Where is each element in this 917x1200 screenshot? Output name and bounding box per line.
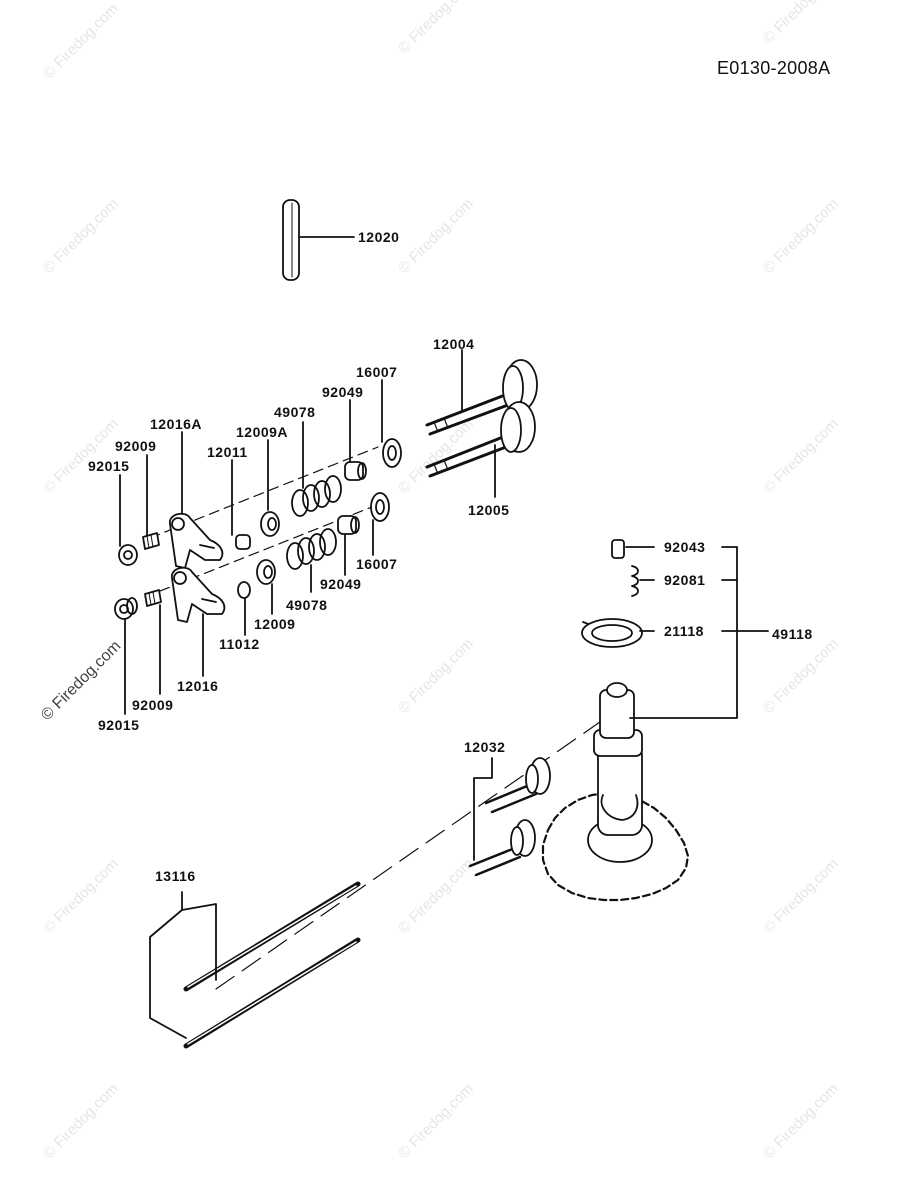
- part-11012-collar: [237, 581, 251, 636]
- part-label-12009A: 12009A: [236, 424, 289, 440]
- part-12020-rod: [282, 199, 355, 281]
- leader-13116-bracket: [149, 909, 187, 1039]
- part-label-92009: 92009: [132, 697, 174, 713]
- part-label-92049: 92049: [322, 384, 364, 400]
- part-label-12032: 12032: [464, 739, 506, 755]
- part-label-12011: 12011: [207, 444, 248, 460]
- part-label-92009: 92009: [115, 438, 157, 454]
- part-label-49118: 49118: [772, 626, 813, 642]
- part-label-12009: 12009: [254, 616, 296, 632]
- part-12032-tappet: [468, 819, 536, 877]
- part-label-13116: 13116: [155, 868, 196, 884]
- part-label-12005: 12005: [468, 502, 510, 518]
- part-label-92043: 92043: [664, 539, 706, 555]
- part-92049-seal: [344, 399, 367, 481]
- part-12009-washer: [256, 559, 276, 615]
- part-label-49078: 49078: [274, 404, 316, 420]
- part-49078-spring: [286, 528, 337, 593]
- part-label-12004: 12004: [433, 336, 475, 352]
- part-label-92015: 92015: [88, 458, 130, 474]
- part-16007-retainer: [381, 379, 402, 468]
- part-12016-rocker-arm: [171, 566, 226, 677]
- part-12016A-rocker-arm: [169, 431, 224, 569]
- part-label-49078: 49078: [286, 597, 328, 613]
- part-label-16007: 16007: [356, 364, 398, 380]
- part-12005-valve: [425, 401, 536, 498]
- part-92049-seal: [337, 515, 360, 576]
- part-92009-adjuster: [142, 454, 160, 550]
- part-label-16007: 16007: [356, 556, 398, 572]
- part-49078-spring: [291, 421, 342, 517]
- part-label-92015: 92015: [98, 717, 140, 733]
- part-92015-nut: [114, 597, 138, 715]
- part-label-21118: 21118: [664, 623, 704, 639]
- leader-12032: [473, 757, 493, 861]
- part-camshaft-gear: [541, 539, 690, 902]
- assembly-axis-lines: [144, 446, 611, 990]
- part-label-92049: 92049: [320, 576, 362, 592]
- part-12011-collar: [231, 459, 251, 550]
- part-12009A-washer: [260, 439, 280, 537]
- part-label-92081: 92081: [664, 572, 706, 588]
- leader-13116: [181, 891, 217, 981]
- leader-49118: [625, 546, 769, 719]
- part-92009-adjuster: [144, 589, 162, 695]
- part-16007-retainer: [370, 492, 390, 556]
- part-12032-tappet: [484, 757, 551, 814]
- part-label-12016A: 12016A: [150, 416, 203, 432]
- diagram-reference-id: E0130-2008A: [717, 58, 831, 78]
- part-label-12016: 12016: [177, 678, 219, 694]
- part-92015-nut: [118, 474, 138, 566]
- part-13116-push-rod: [183, 881, 361, 1049]
- part-label-11012: 11012: [219, 636, 260, 652]
- part-label-12020: 12020: [358, 229, 400, 245]
